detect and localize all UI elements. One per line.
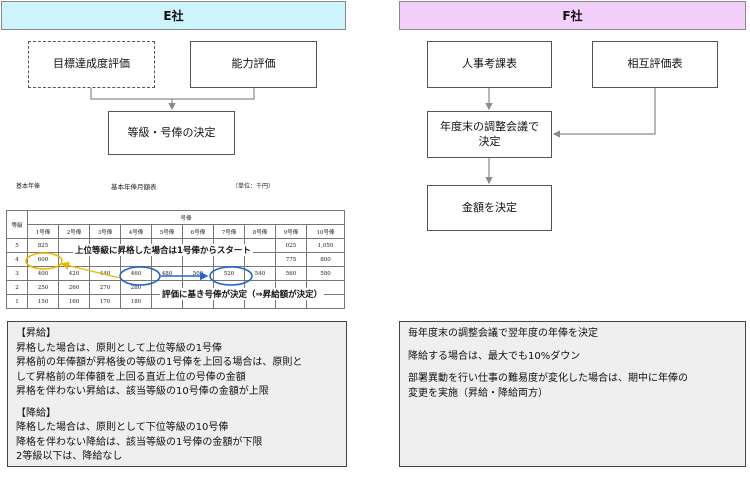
e-company-note: 【昇給】 昇格した場合は、原則として上位等級の1号俸 昇格前の年俸額が昇格後の等… xyxy=(7,321,347,467)
note-line: して昇格前の年俸額を上回る直近上位の号俸の金額 xyxy=(16,371,246,383)
amount-decision-label: 金額を決定 xyxy=(462,200,517,214)
note-line: 毎年度末の調整会議で翌年度の年俸を決定 xyxy=(408,328,598,339)
note-line: 【降給】 xyxy=(16,407,56,419)
note-line: 昇格を伴わない昇給は、該当等級の10号俸の金額が上限 xyxy=(16,386,269,397)
year-end-meeting-box: 年度末の調整会議で 決定 xyxy=(427,111,552,158)
note-line: 部署異動を行い仕事の難易度が変化した場合は、期中に年俸の xyxy=(408,373,688,384)
note-line: 降格した場合は、原則として下位等級の10号俸 xyxy=(16,422,229,433)
note-line: 2等級以下は、降給なし xyxy=(16,451,123,462)
hr-evaluation-sheet-box: 人事考課表 xyxy=(427,41,552,88)
note-line: 昇格前の年俸額が昇格後の等級の1号俸を上回る場合は、原則と xyxy=(16,357,303,368)
table-highlights xyxy=(25,252,253,286)
note-line: 変更を実施（昇給・降給両方） xyxy=(408,387,548,399)
highlight-grade3-step7 xyxy=(209,266,253,286)
callout-promotion: 上位等級に昇格した場合は1号俸からスタート xyxy=(73,244,253,256)
callout-evaluation: 評価に基き号俸が決定（⇒昇給額が決定） xyxy=(160,288,325,300)
f-company-note: 毎年度末の調整会議で翌年度の年俸を決定 降給する場合は、最大でも10%ダウン 部… xyxy=(399,321,746,467)
f-company-header-label: F社 xyxy=(562,9,583,23)
grade-step-decision-label: 等級・号俸の決定 xyxy=(127,125,216,139)
column-header-row: 1号俸 2号俸 3号俸 4号俸 5号俸 6号俸 7号俸 8号俸 9号俸 10号俸 xyxy=(7,224,345,239)
year-end-meeting-label-1: 年度末の調整会議で xyxy=(440,119,539,133)
highlight-grade4-step1 xyxy=(25,252,63,270)
table-caption-unit: （単位：千円） xyxy=(232,183,275,190)
note-line: 昇格した場合は、原則として上位等級の1号俸 xyxy=(16,342,223,354)
note-line: 降給する場合は、最大でも10%ダウン xyxy=(408,350,581,362)
f-company-header: F社 xyxy=(399,1,746,30)
table-cell: 150 xyxy=(27,294,59,309)
amount-decision-box: 金額を決定 xyxy=(427,185,552,231)
e-company-header-label: E社 xyxy=(163,9,184,23)
ability-evaluation-box: 能力評価 xyxy=(190,41,317,88)
e-company-connectors xyxy=(90,88,255,111)
note-line xyxy=(408,342,737,350)
e-company-header: E社 xyxy=(1,1,346,30)
goal-achievement-box: 目標達成度評価 xyxy=(28,41,155,88)
peer-evaluation-sheet-label: 相互評価表 xyxy=(627,57,683,71)
hr-evaluation-sheet-label: 人事考課表 xyxy=(462,57,517,71)
note-line: 降格を伴わない降給は、該当等級の1号俸の金額が下限 xyxy=(16,436,263,448)
goal-achievement-label: 目標達成度評価 xyxy=(53,57,130,71)
grade-step-decision-box: 等級・号俸の決定 xyxy=(108,111,235,155)
table-cell: 800 xyxy=(306,252,345,267)
arrow-promotion xyxy=(60,261,121,279)
note-line: 【昇給】 xyxy=(16,328,56,339)
note-line xyxy=(16,400,338,407)
highlight-grade3-step4 xyxy=(119,266,161,286)
year-end-meeting-label-2: 決定 xyxy=(478,134,501,148)
f-company-connectors xyxy=(485,88,656,185)
ability-evaluation-label: 能力評価 xyxy=(231,57,276,71)
table-caption-title: 基本年俸月額表 xyxy=(111,183,157,191)
note-line xyxy=(408,364,737,372)
table-caption-left: 基本年俸 xyxy=(16,183,41,190)
peer-evaluation-sheet-box: 相互評価表 xyxy=(592,41,718,88)
